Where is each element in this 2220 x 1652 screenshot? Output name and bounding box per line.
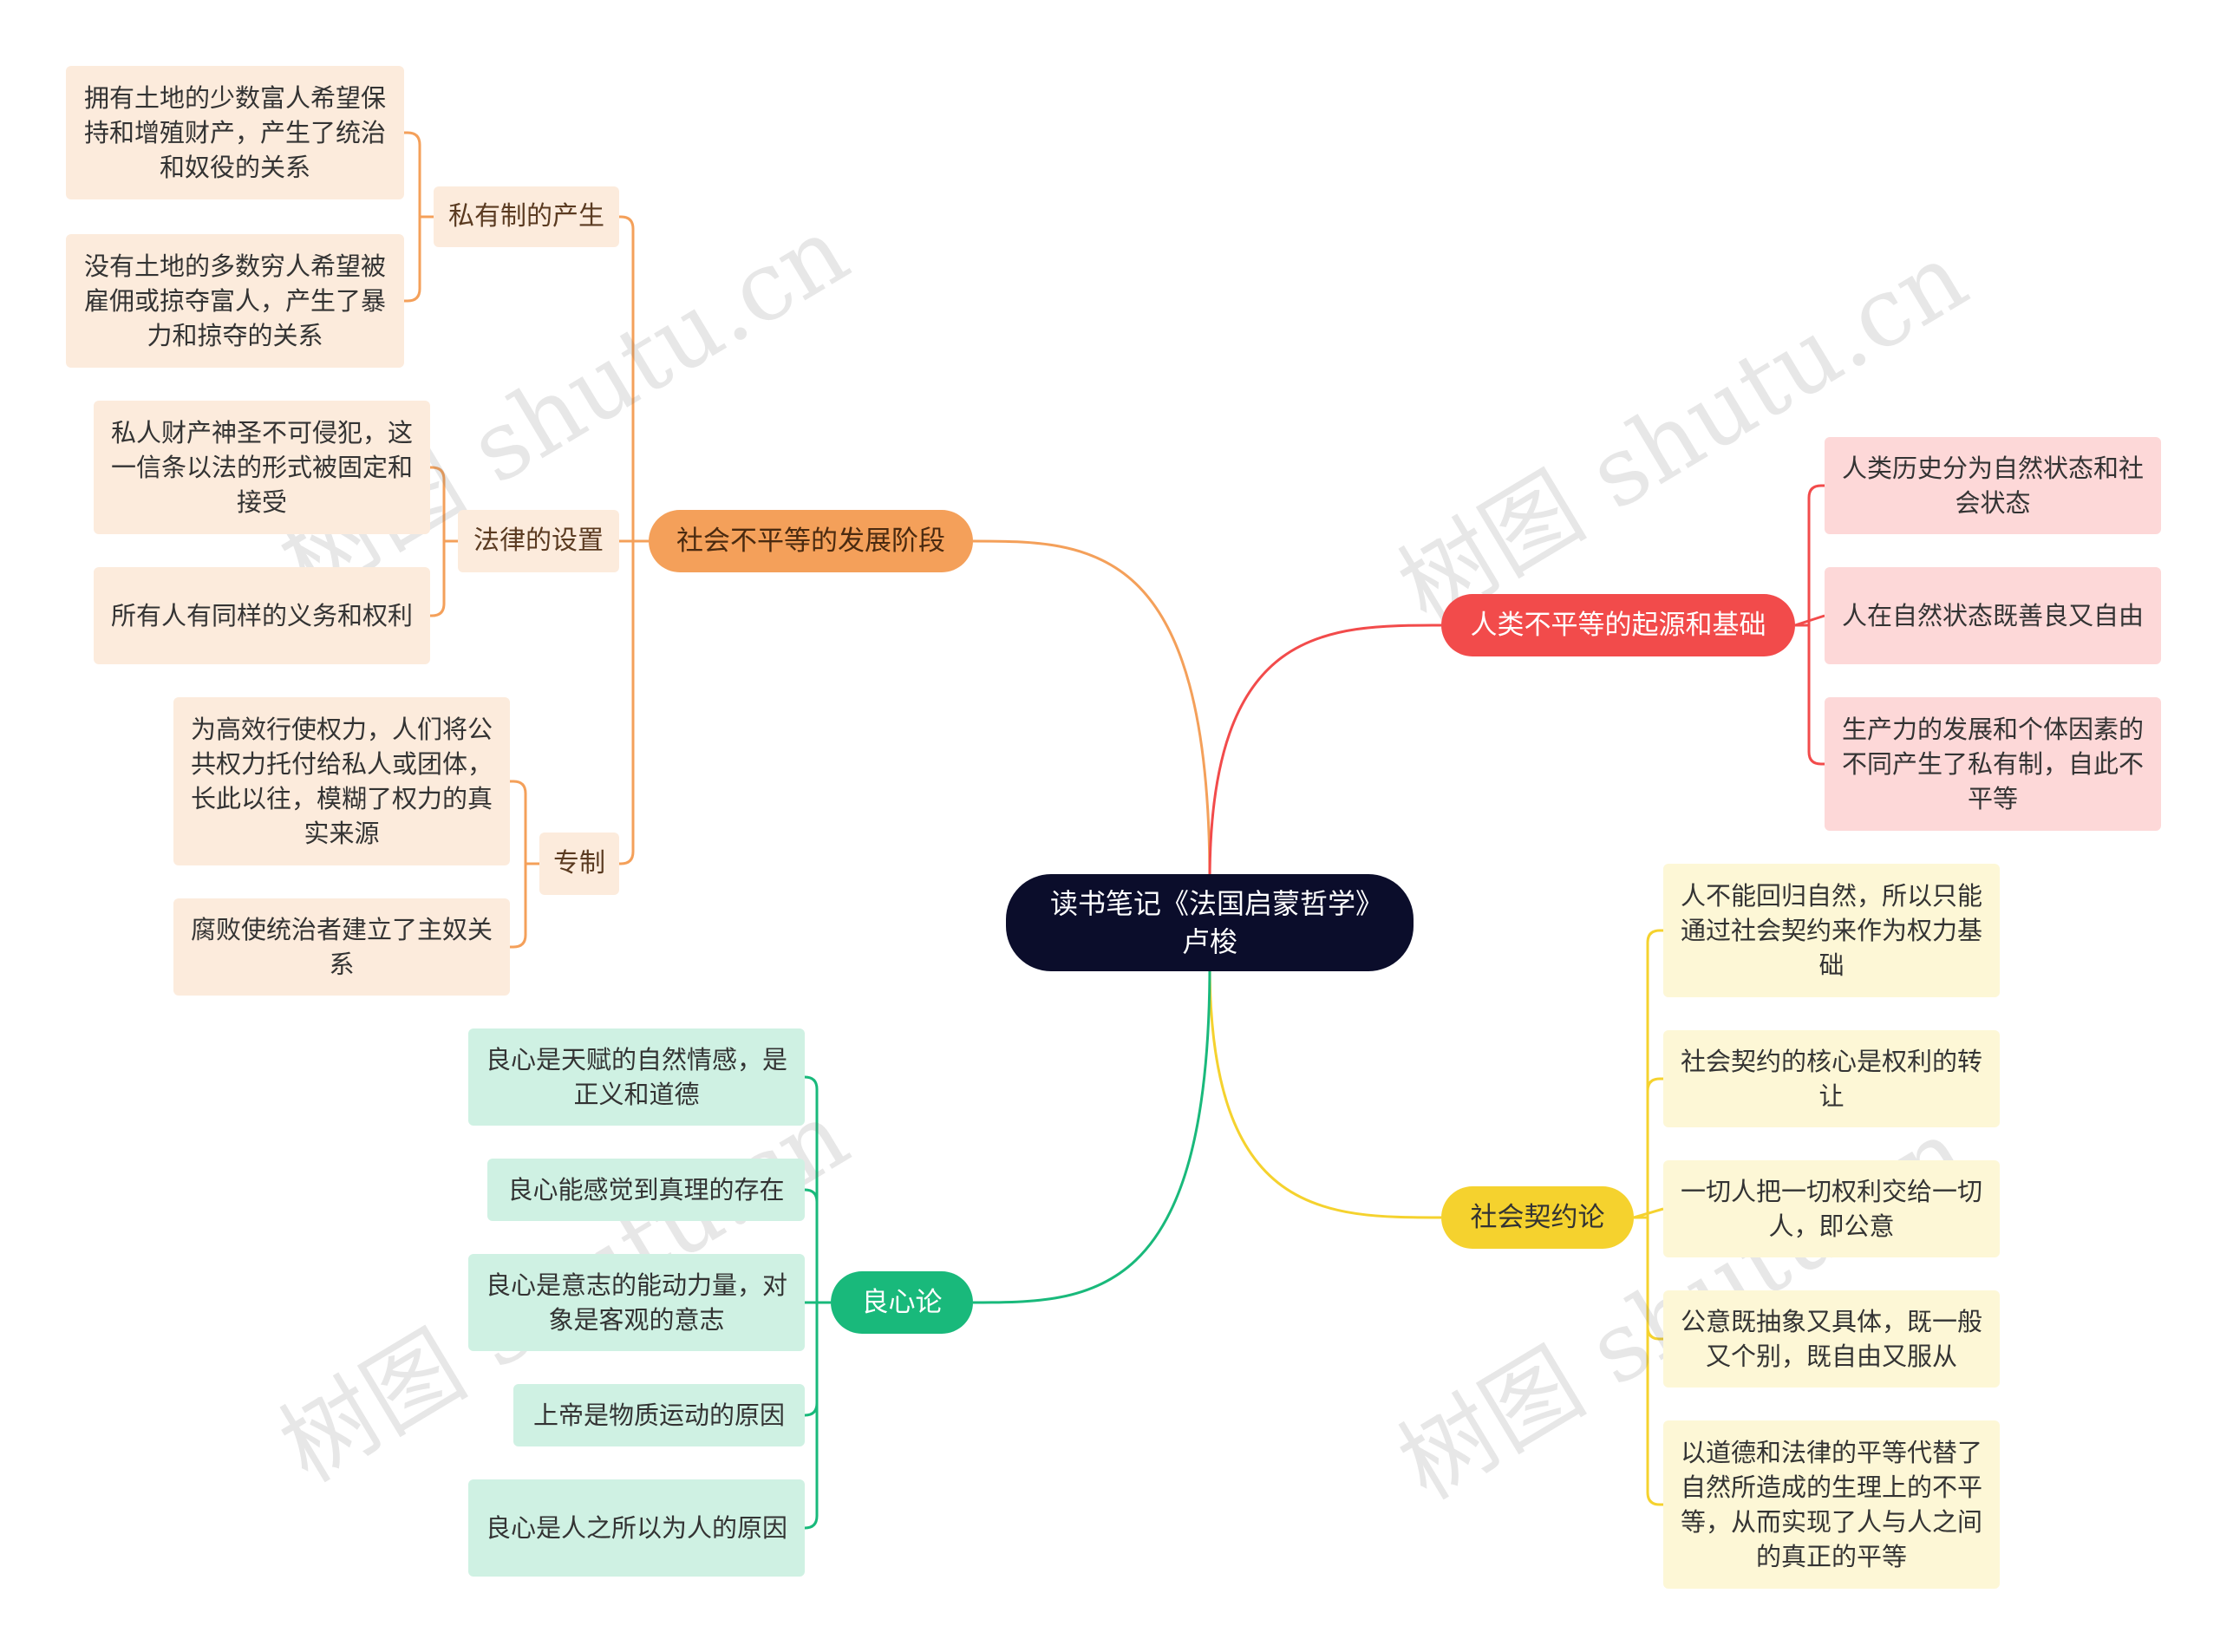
branch-social-contract[interactable]: 社会契约论 [1441, 1186, 1634, 1249]
leaf-despot-0[interactable]: 为高效行使权力，人们将公共权力托付给私人或团体，长此以往，模糊了权力的真实来源 [173, 697, 510, 865]
leaf-conscience-0[interactable]: 良心是天赋的自然情感，是正义和道德 [468, 1028, 805, 1126]
leaf-origin-2[interactable]: 生产力的发展和个体因素的不同产生了私有制，自此不平等 [1825, 697, 2161, 831]
branch-conscience-theory[interactable]: 良心论 [831, 1271, 973, 1334]
leaf-law-0[interactable]: 私人财产神圣不可侵犯，这一信条以法的形式被固定和接受 [94, 401, 430, 534]
leaf-law-1[interactable]: 所有人有同样的义务和权利 [94, 567, 430, 664]
leaf-contract-0[interactable]: 人不能回归自然，所以只能通过社会契约来作为权力基础 [1663, 864, 2000, 997]
leaf-contract-1[interactable]: 社会契约的核心是权利的转让 [1663, 1030, 2000, 1127]
center-node[interactable]: 读书笔记《法国启蒙哲学》卢梭 [1006, 874, 1414, 971]
sub-law-setting[interactable]: 法律的设置 [458, 510, 619, 572]
branch-connector [972, 963, 1211, 1304]
bracket-connector [804, 1188, 831, 1304]
bracket-connector [1634, 1216, 1663, 1506]
leaf-private-1[interactable]: 没有土地的多数穷人希望被雇佣或掠夺富人，产生了暴力和掠夺的关系 [66, 234, 404, 368]
bracket-connector [510, 862, 539, 949]
leaf-origin-0[interactable]: 人类历史分为自然状态和社会状态 [1825, 437, 2161, 534]
bracket-connector [1794, 614, 1825, 627]
bracket-connector [1633, 1207, 1664, 1219]
bracket-connector [510, 780, 539, 865]
leaf-contract-4[interactable]: 以道德和法律的平等代替了自然所造成的生理上的不平等，从而实现了人与人之间的真正的… [1663, 1420, 2000, 1589]
branch-inequality-stages[interactable]: 社会不平等的发展阶段 [649, 510, 973, 572]
bracket-connector [619, 539, 649, 865]
bracket-connector [804, 1301, 831, 1530]
sub-despotism[interactable]: 专制 [539, 833, 619, 895]
leaf-conscience-1[interactable]: 良心能感觉到真理的存在 [487, 1159, 805, 1221]
leaf-conscience-4[interactable]: 良心是人之所以为人的原因 [468, 1479, 805, 1577]
leaf-conscience-2[interactable]: 良心是意志的能动力量，对象是客观的意志 [468, 1254, 805, 1351]
bracket-connector [404, 215, 434, 303]
leaf-origin-1[interactable]: 人在自然状态既善良又自由 [1825, 567, 2161, 664]
branch-connector [1208, 624, 1442, 882]
bracket-connector [430, 466, 458, 543]
sub-private-property[interactable]: 私有制的产生 [434, 186, 619, 247]
branch-connector [1208, 963, 1442, 1219]
bracket-connector [404, 131, 434, 219]
leaf-conscience-3[interactable]: 上帝是物质运动的原因 [513, 1384, 805, 1446]
leaf-despot-1[interactable]: 腐败使统治者建立了主奴关系 [173, 898, 510, 996]
bracket-connector [1795, 484, 1825, 627]
leaf-private-0[interactable]: 拥有土地的少数富人希望保持和增殖财产，产生了统治和奴役的关系 [66, 66, 404, 199]
bracket-connector [1795, 624, 1825, 766]
bracket-connector [1634, 1077, 1663, 1219]
branch-connector [972, 539, 1211, 882]
bracket-connector [619, 215, 649, 543]
branch-inequality-origin[interactable]: 人类不平等的起源和基础 [1441, 594, 1795, 656]
leaf-contract-2[interactable]: 一切人把一切权利交给一切人，即公意 [1663, 1160, 2000, 1257]
bracket-connector [430, 539, 458, 617]
leaf-contract-3[interactable]: 公意既抽象又具体，既一般又个别，既自由又服从 [1663, 1290, 2000, 1388]
